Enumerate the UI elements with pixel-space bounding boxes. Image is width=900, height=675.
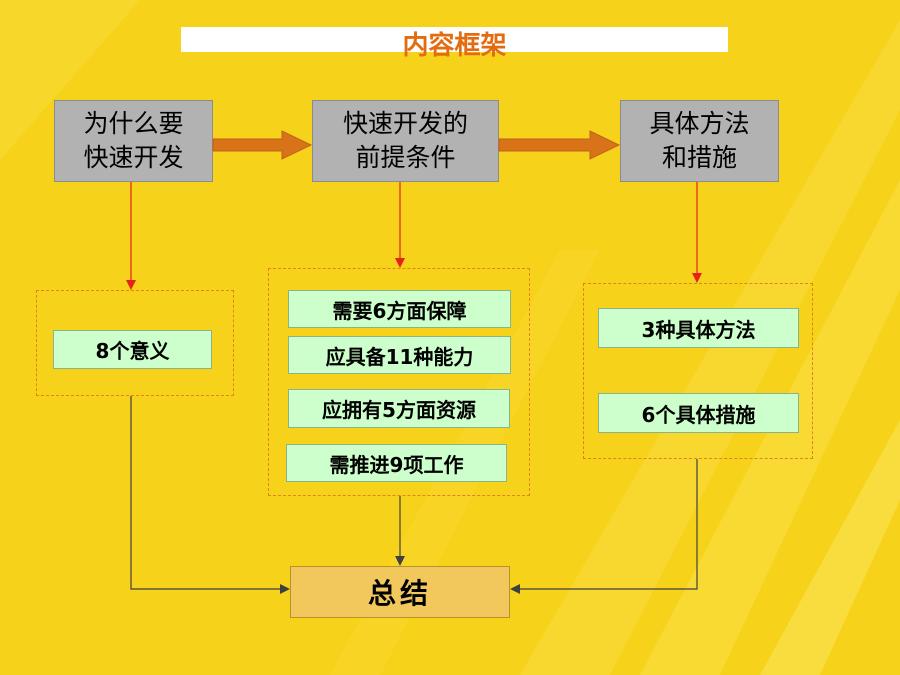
eleven-abilities-box: 应具备11种能力 — [288, 336, 511, 374]
preconditions-box: 快速开发的 前提条件 — [312, 100, 499, 182]
nine-tasks-box: 需推进9项工作 — [286, 444, 507, 482]
six-measures-label: 6个具体措施 — [641, 402, 756, 427]
three-methods-label: 3种具体方法 — [641, 317, 756, 342]
six-measures-box: 6个具体措施 — [598, 393, 799, 433]
middle-dashed-group — [268, 268, 530, 496]
right-dashed-group — [583, 283, 813, 459]
page-title: 内容框架 — [181, 27, 728, 61]
preconditions-box-line2: 前提条件 — [355, 143, 456, 172]
preconditions-box-line1: 快速开发的 — [342, 109, 468, 138]
why-box-line1: 为什么要 — [83, 109, 184, 138]
six-guarantees-label: 需要6方面保障 — [332, 298, 467, 323]
eight-meanings-label: 8个意义 — [95, 339, 170, 363]
why-fast-development-box: 为什么要 快速开发 — [54, 100, 213, 182]
nine-tasks-label: 需推进9项工作 — [329, 452, 464, 477]
summary-box: 总结 — [290, 566, 510, 618]
methods-box-line2: 和措施 — [661, 143, 737, 172]
eight-meanings-box: 8个意义 — [53, 330, 212, 369]
six-guarantees-box: 需要6方面保障 — [288, 290, 511, 328]
eleven-abilities-label: 应具备11种能力 — [325, 344, 474, 369]
five-resources-box: 应拥有5方面资源 — [288, 389, 510, 428]
methods-measures-box: 具体方法 和措施 — [620, 100, 779, 182]
why-box-line2: 快速开发 — [83, 143, 184, 172]
five-resources-label: 应拥有5方面资源 — [322, 398, 476, 422]
methods-box-line1: 具体方法 — [649, 109, 750, 138]
left-dashed-group — [36, 290, 234, 396]
three-methods-box: 3种具体方法 — [598, 308, 799, 348]
summary-label: 总结 — [367, 577, 432, 610]
